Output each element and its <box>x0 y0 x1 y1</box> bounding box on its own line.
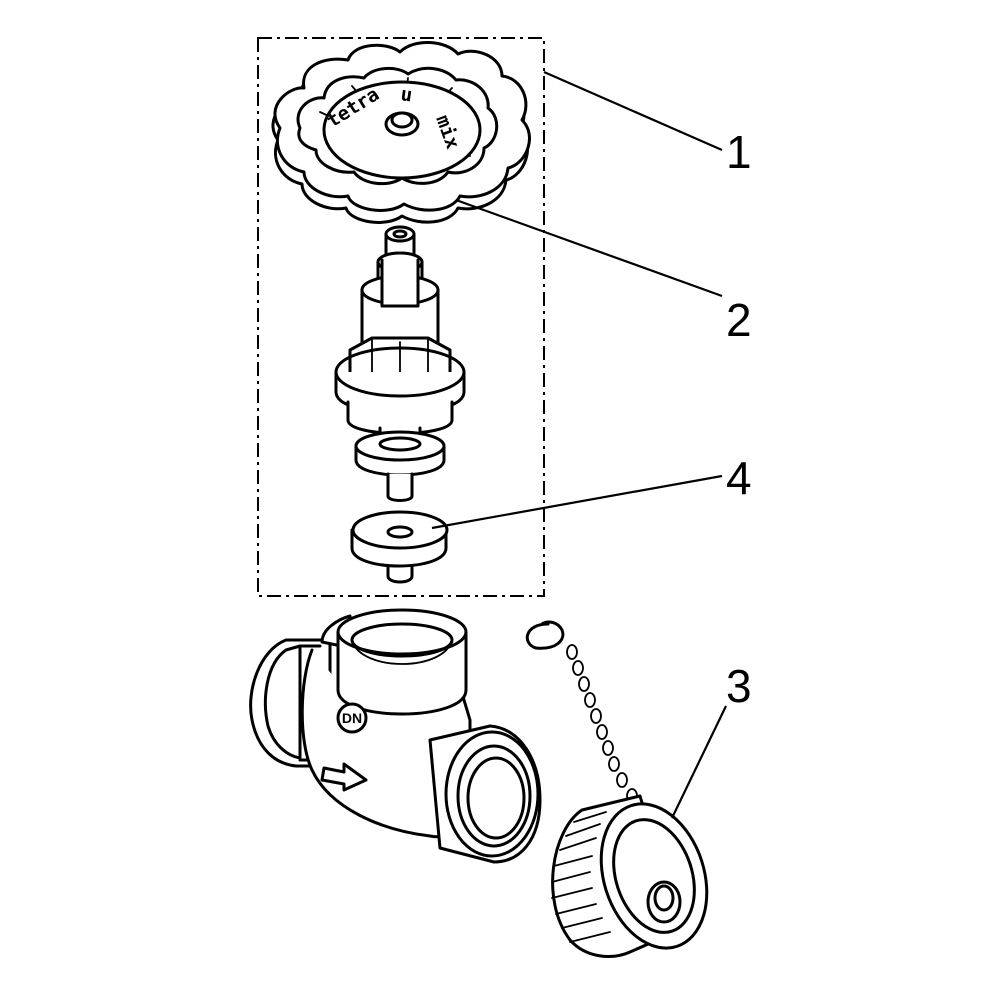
callout-4: 4 <box>726 452 752 504</box>
leader-line-1 <box>543 70 723 152</box>
assembly-boundary-box <box>257 37 545 597</box>
callout-1: 1 <box>726 126 752 178</box>
handwheel-brand-text-2: u <box>399 83 413 106</box>
leader-line-2 <box>455 198 723 298</box>
leader-line-4 <box>431 474 723 530</box>
flow-direction-arrow-icon <box>320 762 368 792</box>
size-mark-text: DN <box>342 710 362 726</box>
callout-3: 3 <box>726 660 752 712</box>
seal-washer <box>350 510 449 584</box>
leader-line-3 <box>671 705 727 819</box>
callout-2: 2 <box>726 294 752 346</box>
handwheel: tetra u mix <box>271 40 531 224</box>
valve-headwork <box>334 225 466 502</box>
valve-body: DN <box>249 608 542 864</box>
blanking-cap-with-chain <box>525 620 709 958</box>
size-mark-badge <box>336 702 368 734</box>
